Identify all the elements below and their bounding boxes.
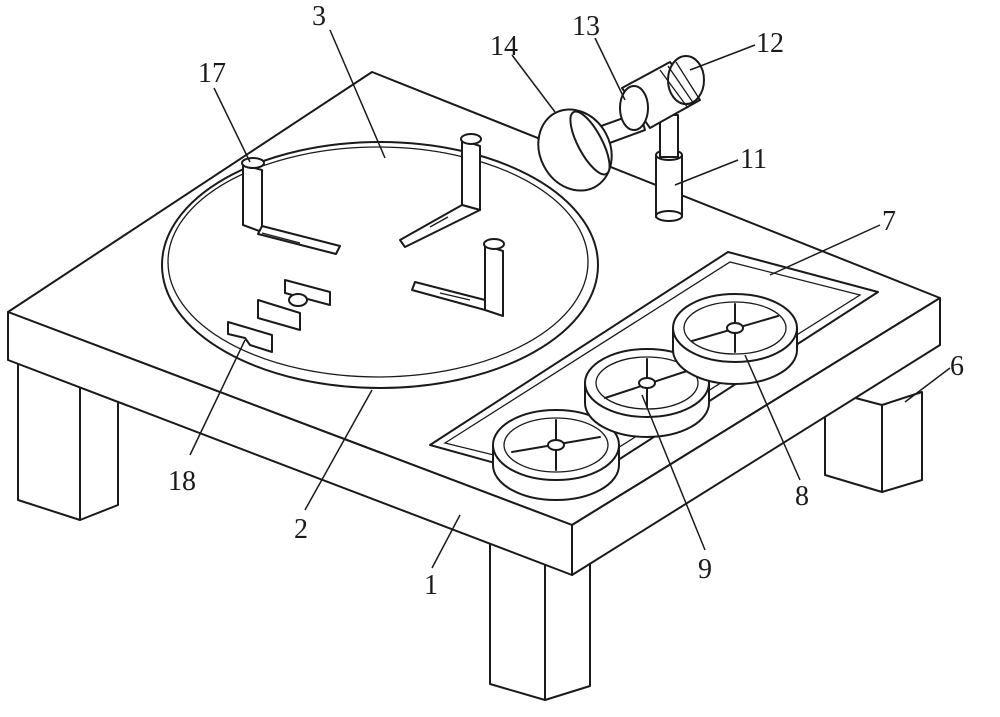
label-14: 14	[490, 31, 518, 62]
label-11: 11	[740, 144, 767, 175]
label-3: 3	[312, 1, 326, 32]
label-1: 1	[424, 570, 438, 601]
leader-lines	[189, 29, 951, 569]
motor-assembly	[537, 55, 705, 222]
label-9: 9	[698, 554, 712, 585]
l-holders	[241, 133, 505, 317]
label-17: 17	[198, 58, 226, 89]
label-18: 18	[168, 466, 196, 497]
label-13: 13	[572, 11, 600, 42]
label-6: 6	[950, 351, 964, 382]
containers	[492, 293, 798, 501]
label-12: 12	[756, 28, 784, 59]
label-2: 2	[294, 514, 308, 545]
label-8: 8	[795, 481, 809, 512]
number-labels: 3 17 14 13 12 11 7 6 8 9 18 2 1	[168, 1, 964, 601]
clamp	[227, 279, 331, 353]
label-7: 7	[882, 206, 896, 237]
circular-tray	[161, 141, 599, 389]
